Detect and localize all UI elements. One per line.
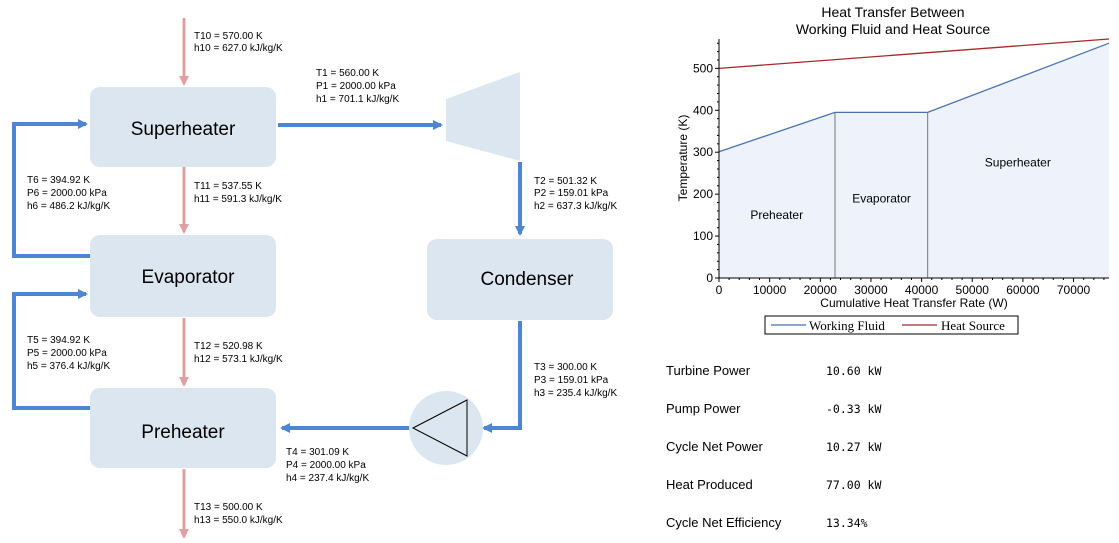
t10-label: T10 = 570.00 K: [194, 31, 263, 42]
evaporator-block: Evaporator: [90, 235, 276, 317]
plot-lines: [718, 38, 1110, 153]
x-tick-label: 20000: [804, 283, 838, 297]
region-label-preheater: Preheater: [750, 208, 803, 222]
plot-axes: 0 100 200 300 400 500 0 10000 20000 30000 40000 500…: [693, 39, 1109, 297]
state-4-labels: T4 = 301.09 K P4 = 2000.00 kPa h4 = 237.…: [286, 447, 369, 484]
result-value: 10.60 kW: [826, 364, 882, 378]
condenser-label: Condenser: [481, 269, 575, 290]
x-tick-label: 30000: [854, 283, 888, 297]
t6-label: T6 = 394.92 K: [27, 175, 90, 186]
state-5-labels: T5 = 394.92 K P5 = 2000.00 kPa h5 = 376.…: [27, 335, 110, 372]
result-value: 13.34%: [826, 516, 868, 530]
x-tick-label: 40000: [905, 283, 939, 297]
condenser-block: Condenser: [427, 239, 613, 320]
superheater-label: Superheater: [131, 119, 236, 140]
state-12-labels: T12 = 520.98 K h12 = 573.1 kJ/kg/K: [194, 341, 283, 365]
t12-label: T12 = 520.98 K: [194, 341, 263, 352]
t1-label: T1 = 560.00 K: [316, 68, 379, 79]
t2-label: T2 = 501.32 K: [534, 176, 597, 187]
p1-label: P1 = 2000.00 kPa: [316, 81, 396, 92]
h10-label: h10 = 627.0 kJ/kg/K: [194, 43, 283, 54]
result-value: 10.27 kW: [826, 440, 882, 454]
p4-label: P4 = 2000.00 kPa: [286, 460, 366, 471]
flow-evaporator-to-superheater: [12, 119, 90, 258]
superheater-block: Superheater: [90, 87, 276, 167]
plot-fill-area: [719, 43, 1109, 279]
state-6-labels: T6 = 394.92 K P6 = 2000.00 kPa h6 = 486.…: [27, 175, 110, 212]
h11-label: h11 = 591.3 kJ/kg/K: [194, 194, 282, 205]
result-label: Heat Produced: [666, 477, 753, 492]
p3-label: P3 = 159.01 kPa: [534, 375, 609, 386]
preheater-block: Preheater: [90, 388, 276, 468]
result-label: Cycle Net Efficiency: [666, 515, 782, 530]
t11-label: T11 = 537.55 K: [194, 181, 262, 192]
t4-label: T4 = 301.09 K: [286, 447, 349, 458]
t3-label: T3 = 300.00 K: [534, 362, 597, 373]
state-1-labels: T1 = 560.00 K P1 = 2000.00 kPa h1 = 701.…: [316, 68, 399, 105]
h6-label: h6 = 486.2 kJ/kg/K: [27, 201, 110, 212]
region-label-superheater: Superheater: [985, 156, 1051, 170]
state-3-labels: T3 = 300.00 K P3 = 159.01 kPa h3 = 235.4…: [534, 362, 617, 399]
p5-label: P5 = 2000.00 kPa: [27, 348, 107, 359]
turbine-symbol: [446, 72, 520, 161]
y-tick-label: 100: [693, 229, 713, 243]
chart-legend: Working Fluid Heat Source: [764, 315, 1019, 335]
heat-transfer-chart: Heat Transfer Between Working Fluid and …: [676, 4, 1110, 335]
chart-title-line-1: Heat Transfer Between: [821, 4, 964, 20]
y-tick-label: 0: [706, 271, 713, 285]
y-tick-label: 200: [693, 187, 713, 201]
y-tick-label: 300: [693, 145, 713, 159]
series-line-heat-source: [718, 38, 1110, 69]
x-tick-label: 50000: [956, 283, 990, 297]
result-label: Cycle Net Power: [666, 439, 763, 454]
t5-label: T5 = 394.92 K: [27, 335, 90, 346]
evaporator-label: Evaporator: [142, 267, 236, 288]
state-2-labels: T2 = 501.32 K P2 = 159.01 kPa h2 = 637.3…: [534, 176, 617, 212]
x-tick-label: 60000: [1006, 283, 1040, 297]
result-value: 77.00 kW: [826, 478, 882, 492]
h13-label: h13 = 550.0 kJ/kg/K: [194, 515, 283, 526]
y-axis-label: Temperature (K): [676, 115, 690, 202]
state-11-labels: T11 = 537.55 K h11 = 591.3 kJ/kg/K: [194, 181, 282, 205]
x-tick-label: 70000: [1057, 283, 1091, 297]
legend-label-heat-source: Heat Source: [941, 318, 1005, 333]
y-tick-label: 500: [693, 61, 713, 75]
chart-title-line-2: Working Fluid and Heat Source: [796, 21, 990, 37]
flow-preheater-to-evaporator: [12, 289, 90, 410]
p6-label: P6 = 2000.00 kPa: [27, 188, 107, 199]
h1-label: h1 = 701.1 kJ/kg/K: [316, 94, 399, 105]
h4-label: h4 = 237.4 kJ/kg/K: [286, 473, 369, 484]
pump-symbol: [409, 391, 483, 465]
t13-label: T13 = 500.00 K: [194, 502, 263, 513]
result-label: Pump Power: [666, 401, 741, 416]
state-10-labels: T10 = 570.00 K h10 = 627.0 kJ/kg/K: [194, 31, 283, 54]
x-tick-label: 0: [716, 283, 723, 297]
p2-label: P2 = 159.01 kPa: [534, 188, 609, 199]
working-fluid-area: [719, 43, 1109, 279]
h12-label: h12 = 573.1 kJ/kg/K: [194, 354, 283, 365]
result-value: -0.33 kW: [826, 402, 882, 416]
h3-label: h3 = 235.4 kJ/kg/K: [534, 388, 617, 399]
x-tick-label: 10000: [753, 283, 787, 297]
region-labels: Preheater Evaporator Superheater: [750, 156, 1050, 222]
state-13-labels: T13 = 500.00 K h13 = 550.0 kJ/kg/K: [194, 502, 283, 526]
h2-label: h2 = 637.3 kJ/kg/K: [534, 201, 617, 212]
h5-label: h5 = 376.4 kJ/kg/K: [27, 361, 110, 372]
x-axis-label: Cumulative Heat Transfer Rate (W): [820, 296, 1007, 310]
y-tick-label: 400: [693, 103, 713, 117]
result-label: Turbine Power: [666, 363, 751, 378]
region-label-evaporator: Evaporator: [852, 191, 911, 205]
series-line-working-fluid: [718, 42, 1110, 153]
preheater-label: Preheater: [141, 422, 225, 443]
legend-label-working-fluid: Working Fluid: [809, 318, 885, 333]
flow-condenser-to-pump: [482, 321, 522, 433]
